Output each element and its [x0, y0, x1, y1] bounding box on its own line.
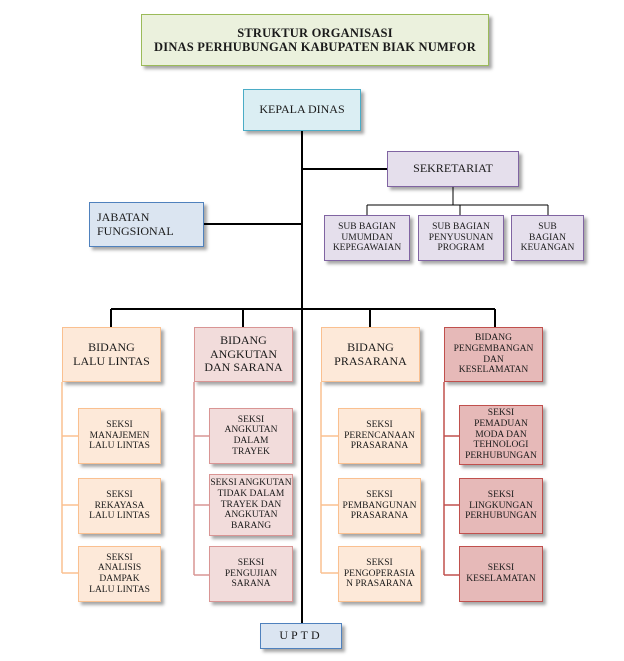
- bidang-prasarana-box: BIDANG PRASARANA: [321, 327, 420, 382]
- seksi-analisis-dampak-box: SEKSI ANALISIS DAMPAK LALU LINTAS: [78, 546, 161, 602]
- bidang-angkutan-sarana-box: BIDANG ANGKUTAN DAN SARANA: [194, 327, 293, 382]
- seksi-pengujian-sarana-box: SEKSI PENGUJIAN SARANA: [209, 546, 293, 602]
- seksi-pembangunan-prasarana-box: SEKSI PEMBANGUNAN PRASARANA: [338, 478, 421, 534]
- seksi-pengoperasian-prasarana-box: SEKSI PENGOPERASIA N PRASARANA: [338, 546, 421, 602]
- kepala-dinas-box: KEPALA DINAS: [243, 89, 361, 131]
- sekretariat-box: SEKRETARIAT: [387, 151, 519, 187]
- seksi-lingkungan-perhubungan-box: SEKSI LINGKUNGAN PERHUBUNGAN: [459, 478, 543, 534]
- subbagian-keuangan-box: SUB BAGIAN KEUANGAN: [511, 215, 584, 261]
- seksi-pemaduan-moda-box: SEKSI PEMADUAN MODA DAN TEHNOLOGI PERHUB…: [459, 405, 543, 465]
- seksi-rekayasa-lalu-lintas-box: SEKSI REKAYASA LALU LINTAS: [78, 478, 161, 534]
- seksi-angkutan-dalam-trayek-box: SEKSI ANGKUTAN DALAM TRAYEK: [209, 408, 293, 464]
- bidang-lalu-lintas-box: BIDANG LALU LINTAS: [62, 327, 161, 382]
- seksi-angkutan-tidak-dalam-trayek-box: SEKSI ANGKUTAN TIDAK DALAM TRAYEK DAN AN…: [209, 474, 293, 536]
- jabatan-fungsional-box: JABATAN FUNGSIONAL: [89, 202, 204, 247]
- chart-title: STRUKTUR ORGANISASI DINAS PERHUBUNGAN KA…: [141, 14, 489, 66]
- seksi-keselamatan-box: SEKSI KESELAMATAN: [459, 546, 543, 602]
- subbagian-umum-kepegawaian-box: SUB BAGIAN UMUMDAN KEPEGAWAIAN: [324, 215, 410, 261]
- title-line-2: DINAS PERHUBUNGAN KABUPATEN BIAK NUMFOR: [154, 40, 476, 54]
- title-line-1: STRUKTUR ORGANISASI: [237, 26, 393, 40]
- uptd-box: UPTD: [260, 623, 342, 649]
- seksi-manajemen-lalu-lintas-box: SEKSI MANAJEMEN LALU LINTAS: [78, 408, 161, 464]
- bidang-pengembangan-keselamatan-box: BIDANG PENGEMBANGAN DAN KESELAMATAN: [444, 327, 543, 382]
- seksi-perencanaan-prasarana-box: SEKSI PERENCANAAN PRASARANA: [338, 408, 421, 464]
- subbagian-penyusunan-program-box: SUB BAGIAN PENYUSUNAN PROGRAM: [418, 215, 504, 261]
